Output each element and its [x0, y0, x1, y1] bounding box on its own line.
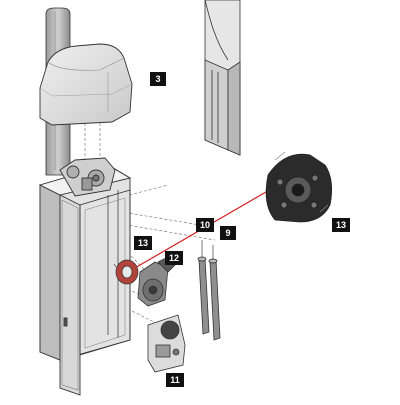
- spring-disc-large: [265, 151, 333, 223]
- control-board: [147, 314, 186, 373]
- callout-spring-disc-detail: 13: [134, 236, 152, 250]
- motor-cover: [39, 43, 133, 126]
- callout-gear-motor: 12: [165, 251, 183, 265]
- callout-spring-disc-main: 13: [332, 218, 350, 232]
- cabinet-door: [59, 194, 81, 396]
- callout-tension-rod-a: 10: [196, 218, 214, 232]
- background-cabinet: [204, 0, 241, 156]
- gear-motor: [137, 255, 177, 307]
- callout-tension-rod-b: 9: [220, 226, 236, 240]
- callout-control-board: 11: [166, 373, 184, 387]
- spring-disc-small: [113, 259, 139, 285]
- tension-rods: [197, 240, 221, 341]
- callout-cover: 3: [150, 72, 166, 86]
- cabinet-frame: [79, 189, 131, 356]
